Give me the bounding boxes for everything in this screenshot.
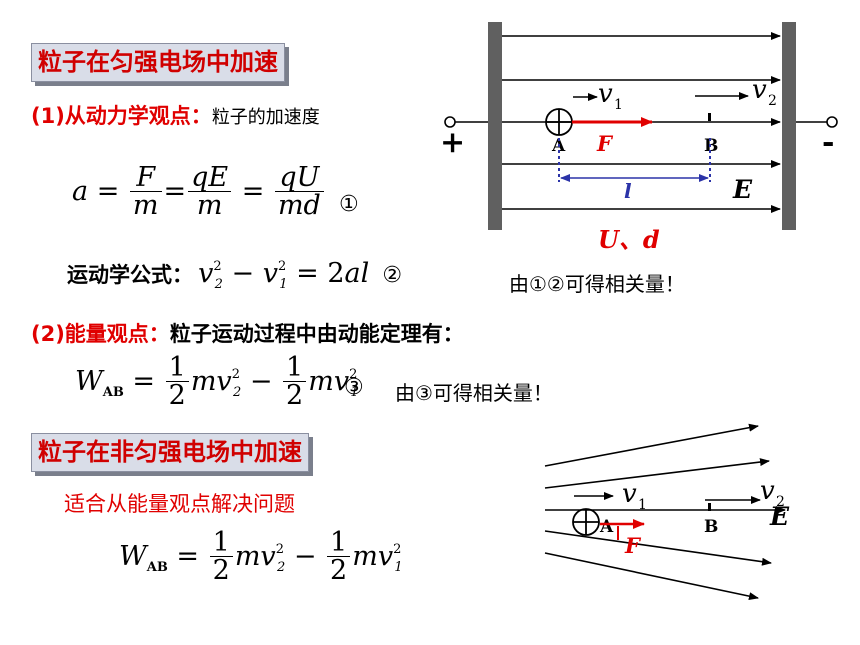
distance-label: l	[624, 179, 632, 203]
kinematics-label: 运动学公式：	[67, 263, 193, 287]
particle-a	[545, 108, 573, 136]
nonuniform-field-lines	[544, 423, 786, 601]
point-a-label-2: A	[599, 517, 614, 537]
point-b-label: B	[704, 136, 718, 156]
v2-subscript: 2	[768, 93, 777, 109]
v1-label-2: v	[622, 479, 637, 509]
plate-caption: U、d	[598, 225, 660, 254]
dynamics-prefix: (1)从动力学观点：	[31, 104, 212, 128]
energy-line: (2)能量观点：粒子运动过程中由动能定理有：	[31, 318, 464, 348]
particle-a-2	[572, 508, 600, 536]
eq1-label: ①	[339, 192, 359, 217]
plus-terminal: +	[440, 125, 465, 160]
v1-subscript-2: 1	[638, 497, 647, 513]
v1-subscript: 1	[614, 97, 623, 113]
equation-kinematics: v22 − v21 = 2al	[198, 258, 370, 292]
dynamics-line: (1)从动力学观点：粒子的加速度	[31, 100, 320, 130]
dynamics-note: 粒子的加速度	[211, 107, 320, 128]
kinematics-line: 运动学公式： v22 − v21 = 2al ②	[67, 258, 402, 292]
v2-label-2: v	[760, 476, 775, 506]
v2-subscript-2: 2	[776, 494, 785, 510]
energy-prefix: (2)能量观点：	[31, 322, 170, 346]
v2-label: v	[752, 75, 767, 105]
section2-title: 粒子在非匀强电场中加速	[31, 433, 309, 472]
point-b-marker	[708, 113, 711, 121]
terminals	[444, 116, 838, 128]
eq3-label: ③	[344, 375, 364, 400]
point-b-marker-2	[708, 503, 711, 511]
field-label-2: E	[769, 502, 790, 531]
minus-terminal: -	[822, 125, 834, 160]
eq2-label: ②	[382, 263, 403, 288]
force-label-2: F	[624, 533, 642, 558]
right-plate	[782, 22, 796, 230]
field-label: E	[732, 175, 753, 204]
force-label: F	[596, 131, 614, 156]
v1-label: v	[598, 79, 613, 109]
eq1-a: a	[72, 176, 89, 207]
energy-text: 粒子运动过程中由动能定理有：	[169, 322, 464, 346]
point-b-label-2: B	[704, 517, 718, 537]
section2-subtitle: 适合从能量观点解决问题	[64, 492, 295, 516]
eq3-note: 由③可得相关量！	[395, 381, 553, 405]
eq12-note: 由①②可得相关量！	[509, 272, 685, 296]
section1-title: 粒子在匀强电场中加速	[31, 43, 285, 82]
left-plate	[488, 22, 502, 230]
